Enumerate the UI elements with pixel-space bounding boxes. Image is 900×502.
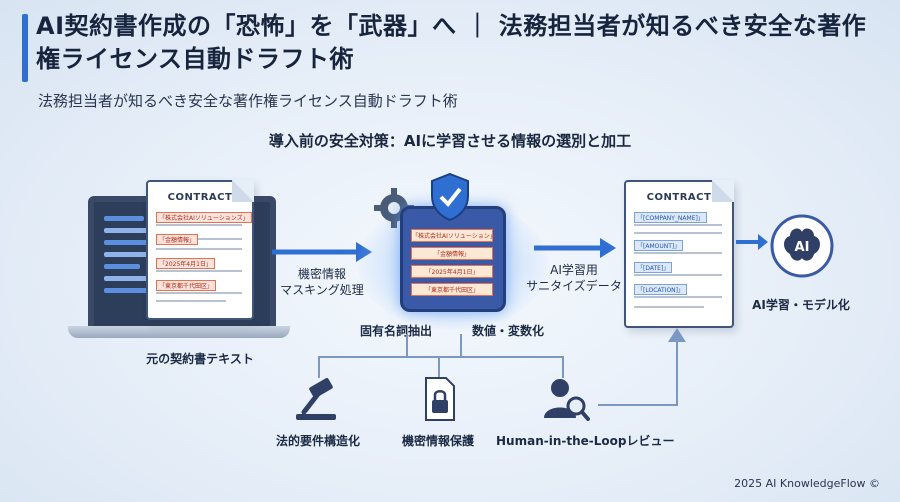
- connector-pillar-3: [562, 356, 564, 378]
- flow-arrow-ai: [736, 234, 768, 250]
- pillar-legal-structure-label: 法的要件構造化: [275, 434, 360, 448]
- variable-conversion-label: 数値・変数化: [471, 324, 544, 338]
- connector-right: [460, 334, 462, 356]
- return-line-vertical: [676, 338, 678, 406]
- processor-date-tag: 「2025年4月1日」: [411, 265, 493, 278]
- var-location-tag: 「[LOCATION]」: [634, 284, 688, 295]
- return-line-horizontal: [598, 404, 678, 406]
- masked-location-tag: 「東京都千代田区」: [156, 280, 217, 291]
- pillar-hitl-review-label: Human-in-the-Loopレビュー: [496, 434, 675, 448]
- processor-company-tag: 「株式会社AIソリューション」: [411, 229, 496, 242]
- masking-line1: 機密情報: [297, 267, 346, 281]
- laptop-base: [68, 326, 290, 338]
- connector-bus: [318, 356, 564, 358]
- original-doc-caption: 元の契約書テキスト: [146, 352, 254, 366]
- sanitize-line2: サニタイズデータ: [526, 279, 622, 293]
- page-subtitle: 法務担当者が知るべき安全な著作権ライセンス自動ドラフト術: [38, 92, 458, 110]
- sanitized-contract-document: CONTRACT 「[COMPANY_NAME]」 「[AMOUNT]」 「[D…: [624, 180, 734, 328]
- ai-badge-text: AI: [795, 240, 810, 255]
- copyright-footer: 2025 AI KnowledgeFlow ©: [734, 477, 880, 490]
- var-amount-tag: 「[AMOUNT]」: [634, 240, 684, 251]
- shield-check-icon: [431, 172, 469, 222]
- masked-company-tag: 「株式会社AIソリューションズ」: [156, 212, 252, 223]
- gavel-icon: [296, 378, 336, 420]
- masked-amount-tag: 「金額情報」: [156, 234, 199, 245]
- lock-document-icon: [425, 377, 455, 421]
- connector-pillar-2: [438, 356, 440, 378]
- section-title: 導入前の安全対策：AIに学習させる情報の選別と加工: [268, 132, 632, 150]
- masked-date-tag: 「2025年4月1日」: [156, 258, 215, 269]
- var-company-tag: 「[COMPANY_NAME]」: [634, 212, 707, 223]
- page-title: AI契約書作成の「恐怖」を「武器」へ ｜ 法務担当者が知るべき安全な著作権ライセ…: [36, 12, 867, 73]
- processor-amount-tag: 「金額情報」: [411, 247, 493, 260]
- return-arrowhead: [668, 328, 686, 342]
- connector-left: [406, 334, 408, 356]
- person-magnifier-icon: [544, 379, 590, 421]
- masking-step-label: 機密情報 マスキング処理: [268, 266, 376, 298]
- masking-line2: マスキング処理: [280, 283, 364, 297]
- pillar-confidential-protection-label: 機密情報保護: [401, 434, 474, 448]
- processor-location-tag: 「東京都千代田区」: [411, 283, 493, 296]
- ai-model-label: AI学習・モデル化: [752, 298, 850, 312]
- var-date-tag: 「[DATE]」: [634, 262, 673, 273]
- title-accent-bar: [22, 14, 28, 82]
- ai-brain-icon: AI: [770, 214, 834, 278]
- flow-arrow-sanitize: [534, 238, 616, 258]
- sanitize-line1: AI学習用: [550, 263, 598, 277]
- proper-noun-extraction-label: 固有名詞抽出: [359, 324, 432, 338]
- sanitize-step-label: AI学習用 サニタイズデータ: [514, 262, 634, 294]
- original-doc-title: CONTRACT: [167, 192, 233, 203]
- sanitized-doc-title: CONTRACT: [646, 192, 712, 203]
- original-contract-document: CONTRACT 「株式会社AIソリューションズ」 「金額情報」 「2025年4…: [146, 180, 254, 320]
- connector-pillar-1: [318, 356, 320, 378]
